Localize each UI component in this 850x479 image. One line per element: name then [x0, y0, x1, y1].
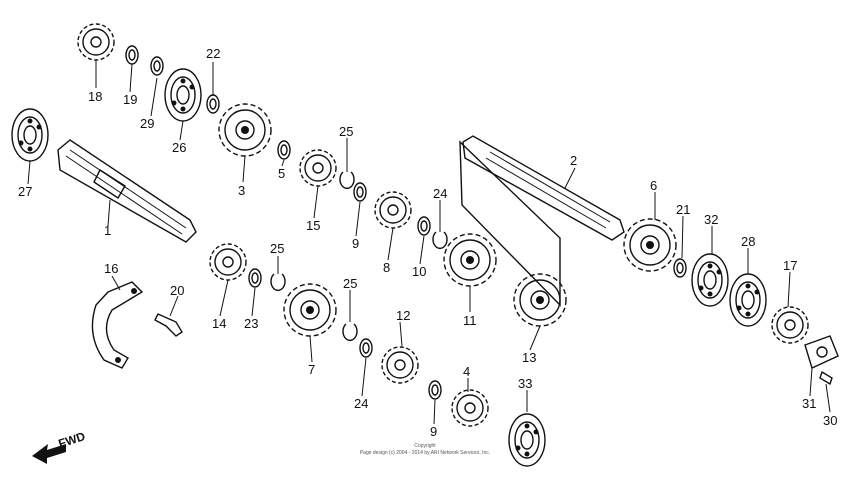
washer-23 — [248, 268, 262, 288]
copyright-line-2: Page design (c) 2004 - 2014 by ARI Netwo… — [360, 450, 490, 456]
sprocket-17 — [771, 306, 809, 344]
callout-labels: 1 2 3 4 5 6 7 8 9 9 10 11 12 13 14 15 16… — [18, 46, 837, 439]
callout-33: 33 — [518, 376, 532, 391]
gear-4 — [451, 389, 489, 427]
gear-3 — [218, 103, 272, 157]
callout-21: 21 — [676, 202, 690, 217]
callout-28: 28 — [741, 234, 755, 249]
callout-26: 26 — [172, 140, 186, 155]
clip-24-upper — [432, 231, 448, 250]
callout-20: 20 — [170, 283, 184, 298]
bearing-33 — [508, 413, 546, 467]
gear-13 — [513, 273, 567, 327]
callout-10: 10 — [412, 264, 426, 279]
callout-11: 11 — [463, 313, 477, 328]
callout-9-upper: 9 — [352, 236, 359, 251]
callout-24-upper: 24 — [433, 186, 447, 201]
gear-18 — [77, 23, 115, 61]
leader-lines — [27, 60, 831, 425]
callout-31: 31 — [802, 396, 816, 411]
bushing-29 — [150, 56, 164, 76]
gear-14 — [209, 243, 247, 281]
callout-3: 3 — [238, 183, 245, 198]
washer-22 — [206, 94, 220, 114]
callout-25-middle: 25 — [270, 241, 284, 256]
seal-28 — [729, 273, 767, 327]
callout-6: 6 — [650, 178, 657, 193]
gear-15 — [299, 149, 337, 187]
gear-11 — [443, 233, 497, 287]
callout-24-lower: 24 — [354, 396, 368, 411]
callout-5: 5 — [278, 166, 285, 181]
gear-7 — [283, 283, 337, 337]
washer-21 — [673, 258, 687, 278]
stopper-plate-16 — [91, 281, 144, 369]
bolt-20 — [154, 313, 183, 337]
callout-17: 17 — [783, 258, 797, 273]
washer-19 — [125, 45, 139, 65]
callout-2: 2 — [570, 153, 577, 168]
callout-25-lower: 25 — [343, 276, 357, 291]
callout-13: 13 — [522, 350, 536, 365]
mainshaft — [57, 139, 197, 243]
washer-9-upper — [353, 182, 367, 202]
fwd-label: FWD — [57, 429, 88, 451]
callout-7: 7 — [308, 362, 315, 377]
callout-16: 16 — [104, 261, 118, 276]
callout-15: 15 — [306, 218, 320, 233]
gear-12 — [381, 346, 419, 384]
callout-12: 12 — [396, 308, 410, 323]
gear-8 — [374, 191, 412, 229]
washer-9-lower — [428, 380, 442, 400]
bushing-5 — [277, 140, 291, 160]
callout-14: 14 — [212, 316, 226, 331]
callout-8: 8 — [383, 260, 390, 275]
callout-9-lower: 9 — [430, 424, 437, 439]
bearing-32 — [691, 253, 729, 307]
fixing-plate-31 — [804, 335, 839, 369]
gear-6 — [623, 218, 677, 272]
copyright-line-1: Copyright — [414, 443, 436, 449]
bearing-26 — [164, 68, 202, 122]
callout-4: 4 — [463, 364, 470, 379]
washer-24-lower — [359, 338, 373, 358]
forward-arrow-icon — [32, 444, 66, 464]
callout-30: 30 — [823, 413, 837, 428]
bearing-27 — [11, 108, 49, 162]
callout-1: 1 — [104, 223, 111, 238]
washer-10 — [417, 216, 431, 236]
clip-25-upper — [339, 171, 355, 190]
clip-25-middle — [270, 273, 286, 292]
bolt-30 — [819, 370, 833, 386]
callout-27: 27 — [18, 184, 32, 199]
callout-22: 22 — [206, 46, 220, 61]
callout-23: 23 — [244, 316, 258, 331]
callout-18: 18 — [88, 89, 102, 104]
callout-25-upper: 25 — [339, 124, 353, 139]
clip-25-lower — [342, 323, 358, 342]
callout-19: 19 — [123, 92, 137, 107]
callout-29: 29 — [140, 116, 154, 131]
callout-32: 32 — [704, 212, 718, 227]
